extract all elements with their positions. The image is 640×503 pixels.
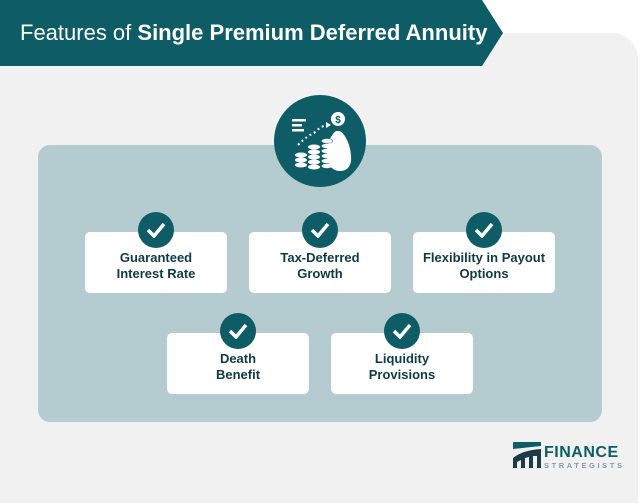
feature-label: Tax-Deferred Growth	[280, 249, 360, 281]
svg-text:$: $	[335, 115, 341, 126]
title-prefix: Features of	[20, 20, 138, 45]
money-bag-growth-icon: $	[274, 95, 366, 187]
feature-label: Flexibility in Payout Options	[422, 249, 546, 281]
feature-card-tax-deferred-growth: Tax-Deferred Growth	[249, 232, 391, 293]
check-icon	[138, 212, 174, 248]
page-title: Features of Single Premium Deferred Annu…	[20, 0, 487, 66]
check-icon	[220, 313, 256, 349]
title-bold: Single Premium Deferred Annuity	[137, 20, 488, 45]
feature-label: Liquidity Provisions	[368, 350, 436, 382]
svg-text:STRATEGISTS: STRATEGISTS	[544, 461, 625, 470]
check-icon	[302, 212, 338, 248]
svg-text:FINANCE: FINANCE	[544, 444, 619, 461]
check-icon	[384, 313, 420, 349]
feature-label: Death Benefit	[215, 350, 261, 382]
feature-label: Guaranteed Interest Rate	[116, 249, 196, 281]
title-banner: Features of Single Premium Deferred Annu…	[0, 0, 503, 66]
banner-shape	[0, 0, 503, 66]
finance-strategists-logo: FINANCE STRATEGISTS	[513, 440, 625, 475]
check-icon	[466, 212, 502, 248]
